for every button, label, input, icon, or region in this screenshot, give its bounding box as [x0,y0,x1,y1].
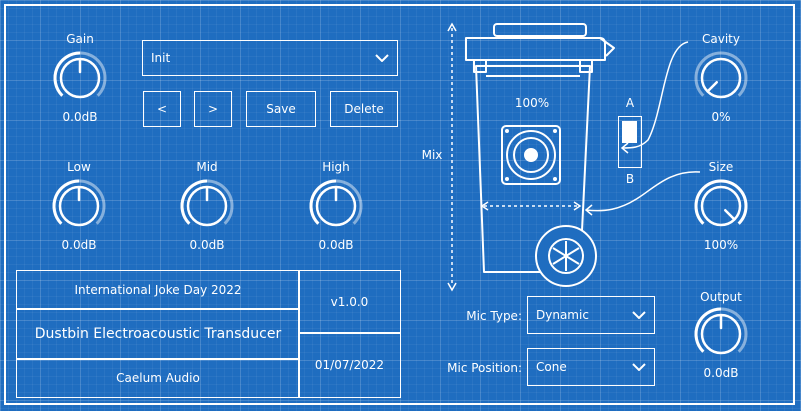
knob-value-arc [694,307,722,353]
gain-value: 0.0dB [62,110,98,124]
switch-thumb [622,121,637,143]
version-text: v1.0.0 [330,295,369,309]
mic-position-label: Mic Position: [447,361,522,375]
knob-value-arc [694,179,748,225]
knob-value-arc [52,179,80,225]
output-value: 0.0dB [703,366,739,380]
output-knob[interactable] [693,306,749,362]
knob-track [694,51,748,97]
mic-position-value: Cone [536,360,567,374]
low-knob[interactable] [51,178,107,234]
switch-b-label: B [625,172,635,186]
mid-label: Mid [196,160,218,174]
mid-value: 0.0dB [189,238,225,252]
plugin-frame [4,4,795,405]
cavity-knob[interactable] [693,50,749,106]
product-name: Dustbin Electroacoustic Transducer [34,326,282,342]
preset-dropdown[interactable]: Init [142,40,398,76]
gain-label: Gain [66,32,94,46]
delete-button[interactable]: Delete [330,91,398,127]
size-label: Size [708,160,734,174]
mid-knob[interactable] [179,178,235,234]
save-button[interactable]: Save [246,91,316,127]
knob-value-arc [309,179,337,225]
knob-body [700,57,742,99]
switch-a-label: A [625,96,635,110]
low-label: Low [67,160,91,174]
mic-type-value: Dynamic [536,308,589,322]
mic-type-dropdown[interactable]: Dynamic [527,296,655,334]
dustbin-illustration [465,23,615,287]
size-knob[interactable] [693,178,749,234]
chevron-down-icon [632,363,646,371]
knob-body [700,185,742,227]
version-cell: v1.0.0 [298,270,401,334]
ab-switch[interactable] [618,116,642,168]
output-label: Output [700,290,742,304]
knob-value-arc [53,51,81,97]
annotation-arrows [584,41,701,216]
knob-value-arc [180,179,208,225]
size-value: 100% [703,238,739,252]
knob-pointer [707,80,719,92]
high-knob[interactable] [308,178,364,234]
mix-value: 100% [514,96,550,110]
event-cell: International Joke Day 2022 [16,270,300,310]
company-name: Caelum Audio [116,371,200,385]
chevron-down-icon [632,311,646,319]
knob-pointer [723,208,735,220]
cavity-label: Cavity [702,32,740,46]
preset-value: Init [151,51,171,65]
date-text: 01/07/2022 [314,358,385,372]
product-cell: Dustbin Electroacoustic Transducer [16,308,300,360]
high-label: High [322,160,350,174]
low-value: 0.0dB [61,238,97,252]
gain-knob[interactable] [52,50,108,106]
mic-type-label: Mic Type: [466,309,522,323]
company-cell: Caelum Audio [16,358,300,398]
event-text: International Joke Day 2022 [74,283,242,297]
next-preset-button[interactable]: > [194,91,232,127]
chevron-down-icon [375,54,389,62]
mix-label: Mix [421,148,443,162]
mic-position-dropdown[interactable]: Cone [527,348,655,386]
cavity-value: 0% [711,110,731,124]
prev-preset-button[interactable]: < [143,91,181,127]
date-cell: 01/07/2022 [298,332,401,398]
high-value: 0.0dB [318,238,354,252]
mix-arrow [447,22,457,292]
